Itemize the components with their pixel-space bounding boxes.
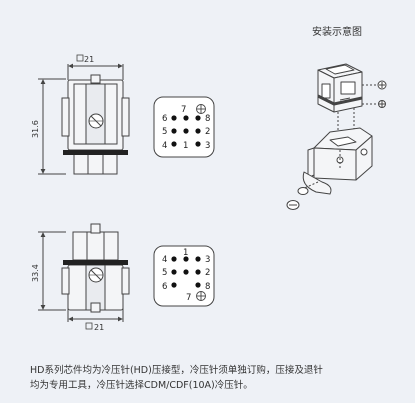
top-pin-label: 7 [181,105,186,115]
top-pin-label: 2 [205,127,210,137]
bottom-pin-label: 3 [205,255,210,265]
bottom-pin-label: 1 [183,248,188,258]
top-pin-face [153,96,215,158]
bottom-height-dim: 33.4 [31,264,40,282]
top-pin-label: 3 [205,141,210,151]
bottom-gasket-band [63,260,128,265]
bottom-insert-view [38,223,130,322]
caption-line: HD系列芯件均为冷压针(HD)压接型，冷压针须单独订购，压接及退针 [30,365,323,376]
caption-line: 均为专用工具，冷压针选择CDM/CDF(10A)冷压针。 [30,380,253,391]
bottom-pin-face [153,245,215,307]
top-pin-label: 8 [205,114,210,124]
caption: HD系列芯件均为冷压针(HD)压接型，冷压针须单独订购，压接及退针 均为专用工具… [30,363,405,393]
top-gasket-band [63,150,128,155]
bottom-width-dim: 21 [94,323,104,332]
bottom-pin-label: 5 [162,268,167,278]
bottom-pin-label: 8 [205,282,210,292]
bottom-pin-label: 4 [162,255,167,265]
top-pin-label: 6 [162,114,167,124]
bottom-pin-label: 7 [186,293,191,303]
bottom-pin-label: 2 [205,268,210,278]
top-height-dim: 31.6 [31,120,40,138]
top-pin-label: 1 [183,141,188,151]
top-pin-label: 4 [162,141,167,151]
top-width-dim: 21 [84,55,94,64]
top-insert-view [38,63,130,175]
install-title: 安装示意图 [312,25,362,38]
top-pin-label: 5 [162,127,167,137]
bottom-pin-label: 6 [162,282,167,292]
install-sketch [286,63,387,210]
